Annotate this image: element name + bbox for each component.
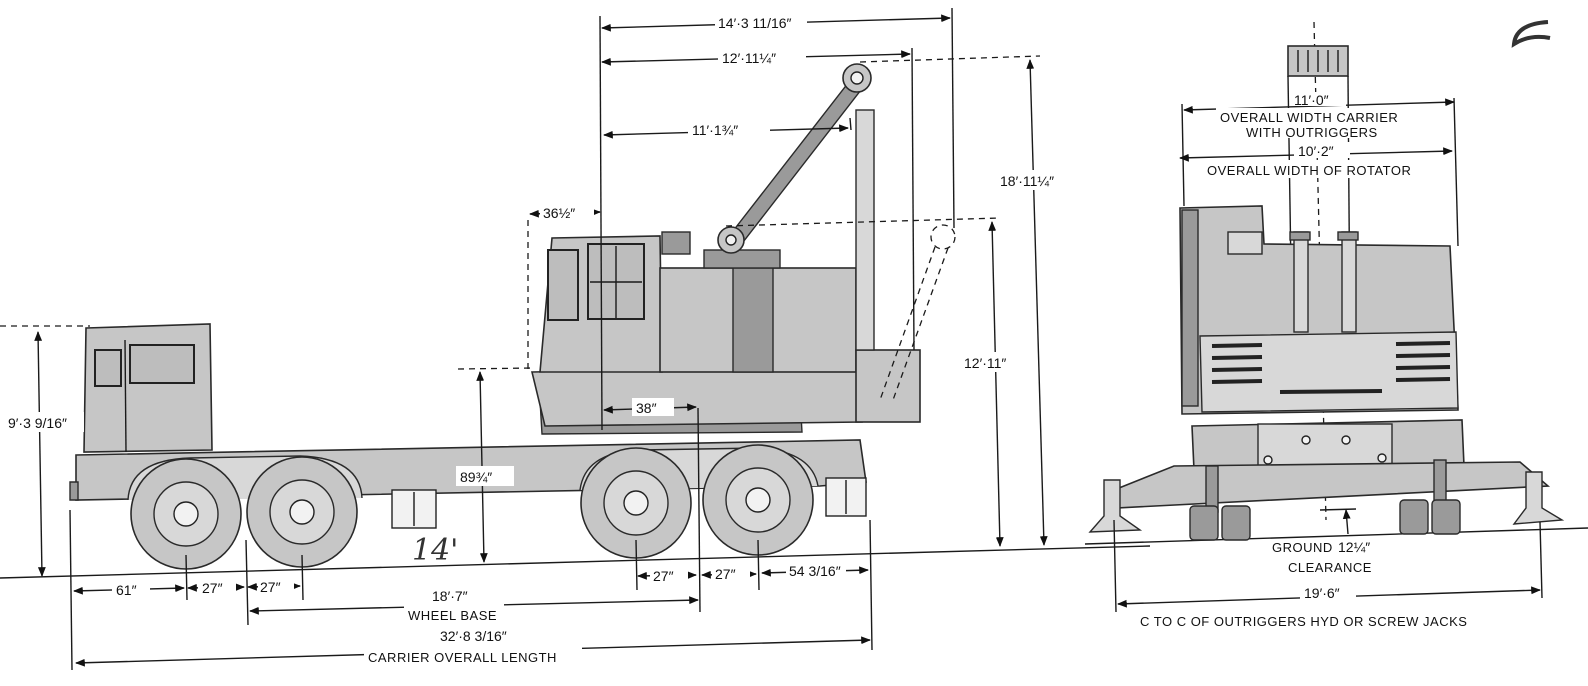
dim-boom-reach: 12′·11¼″ — [722, 50, 776, 66]
label-carrier-overall-length: CARRIER OVERALL LENGTH — [368, 650, 557, 665]
wheel-2 — [246, 456, 358, 568]
dim-rear-overhang: 54 3/16″ — [789, 563, 841, 579]
label-clearance: CLEARANCE — [1288, 560, 1372, 575]
dim-rotation-offset: 38″ — [636, 400, 657, 416]
carrier-cab — [83, 323, 213, 453]
dim-ground-clearance: 12¼″ — [1338, 539, 1370, 555]
label-outrigger-width-1: OVERALL WIDTH CARRIER — [1220, 110, 1398, 125]
dim-tail-swing: 36½″ — [543, 205, 575, 221]
end-tire-3 — [1399, 499, 1429, 535]
dim-axle-spacing-3: 27″ — [653, 568, 674, 584]
dim-deck-height: 89¾″ — [460, 469, 492, 485]
label-wheel-base: WHEEL BASE — [408, 608, 497, 623]
dim-inner-reach: 11′·1¾″ — [692, 122, 738, 138]
dim-axle-spacing-1: 27″ — [202, 580, 223, 596]
dim-overall-length-value: 32′·8 3/16″ — [440, 628, 507, 644]
end-tire-2 — [1221, 505, 1251, 541]
operator-side-window — [547, 249, 579, 321]
boom — [724, 77, 866, 247]
end-cylinder-left — [1293, 231, 1309, 333]
handwritten-note: 14' — [412, 533, 458, 568]
hoist-drum — [703, 249, 781, 269]
rotator-deck — [530, 365, 863, 427]
end-outrigger-beam — [1113, 461, 1551, 509]
wheel-3 — [580, 447, 692, 559]
end-tire-1 — [1189, 505, 1219, 541]
label-jack-spacing: C TO C OF OUTRIGGERS HYD OR SCREW JACKS — [1140, 614, 1467, 629]
label-rotator-width: OVERALL WIDTH OF ROTATOR — [1207, 163, 1411, 178]
end-cylinder-right — [1341, 231, 1357, 333]
label-outrigger-width-2: WITH OUTRIGGERS — [1246, 125, 1378, 140]
end-jack-left — [1088, 479, 1143, 533]
dim-axle-spacing-2: 27″ — [260, 579, 281, 595]
dim-wheel-base-value: 18′·7″ — [432, 588, 468, 604]
end-tire-4 — [1431, 499, 1461, 535]
dim-overall-height: 18′·11¼″ — [1000, 173, 1054, 189]
end-view-dimensions: 11′·0″ OVERALL WIDTH CARRIER WITH OUTRIG… — [1113, 92, 1543, 629]
dim-rotator-width: 10′·2″ — [1298, 143, 1334, 159]
end-view-crane — [1088, 21, 1565, 541]
label-ground: GROUND — [1272, 540, 1333, 555]
cab-side-window — [94, 349, 122, 387]
dim-boom-height: 12′·11″ — [964, 355, 1006, 371]
end-grille — [1199, 331, 1459, 413]
side-view-dimensions: 14′·3 11/16″ 12′·11¼″ 11′·1¾″ 36½″ 18′·1… — [6, 7, 1080, 671]
corner-mark — [1511, 20, 1551, 48]
counterweight — [855, 349, 921, 423]
end-jack-right — [1512, 471, 1565, 525]
ground-line-end-view — [1084, 527, 1588, 545]
dim-outrigger-width: 11′·0″ — [1294, 92, 1329, 108]
dim-cab-height: 9′·3 9/16″ — [8, 415, 67, 431]
wheel-1 — [130, 458, 242, 570]
hydraulic-cylinder — [855, 109, 875, 351]
cab-front-window — [129, 344, 195, 384]
front-bumper — [69, 481, 79, 501]
dim-axle-spacing-4: 27″ — [715, 566, 736, 582]
dim-overall-reach: 14′·3 11/16″ — [718, 15, 792, 31]
dim-jack-spacing: 19′·6″ — [1304, 585, 1340, 601]
ground-line — [0, 545, 1151, 579]
dim-front-overhang: 61″ — [116, 582, 137, 598]
wheel-4 — [702, 444, 814, 556]
